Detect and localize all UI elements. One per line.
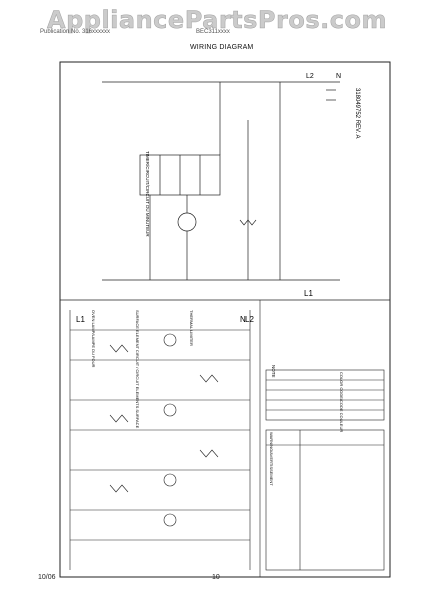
footer-page-number: 10 [212,574,220,581]
wiring-diagram: 318049752 REV. A L2 N L1 TIMER/CIRCUIT/C… [40,60,402,580]
svg-text:THERMAL LIMITER: THERMAL LIMITER [189,310,194,346]
upper-circuit [102,81,340,281]
svg-text:SURFACE ELEMENT CIRCUIT / CIRC: SURFACE ELEMENT CIRCUIT / CIRCUIT ELEMEN… [135,310,140,429]
svg-text:COLOR CODE/CODE COULEUR: COLOR CODE/CODE COULEUR [339,372,344,432]
part-number: 318049752 REV. A [354,88,360,139]
diagram-frame [59,61,391,578]
footer-date: 10/06 [38,574,56,581]
svg-text:N: N [336,73,341,80]
svg-text:TIMER/CIRCUIT/CIRCUIT DU MINUT: TIMER/CIRCUIT/CIRCUIT DU MINUTEUR [145,151,150,237]
svg-text:L2: L2 [306,73,314,80]
svg-text:OVEN LAMP/LAMPE DU FOUR: OVEN LAMP/LAMPE DU FOUR [91,310,96,367]
svg-text:L2: L2 [245,315,254,324]
page-title: WIRING DIAGRAM [190,44,254,51]
notes-panel [265,369,385,571]
watermark: AppliancePartsPros.com [47,6,387,35]
svg-text:L1: L1 [76,315,85,324]
svg-text:NOTE: NOTE [271,365,276,378]
svg-text:N: N [240,315,246,324]
svg-text:WARNING/AVERTISSEMENT: WARNING/AVERTISSEMENT [269,432,274,486]
surface-circuit [69,310,251,570]
svg-text:L1: L1 [304,289,313,298]
publication-number: Publication No. 316xxxxxx [40,29,111,35]
model-number: BEC311xxxx [196,29,230,35]
